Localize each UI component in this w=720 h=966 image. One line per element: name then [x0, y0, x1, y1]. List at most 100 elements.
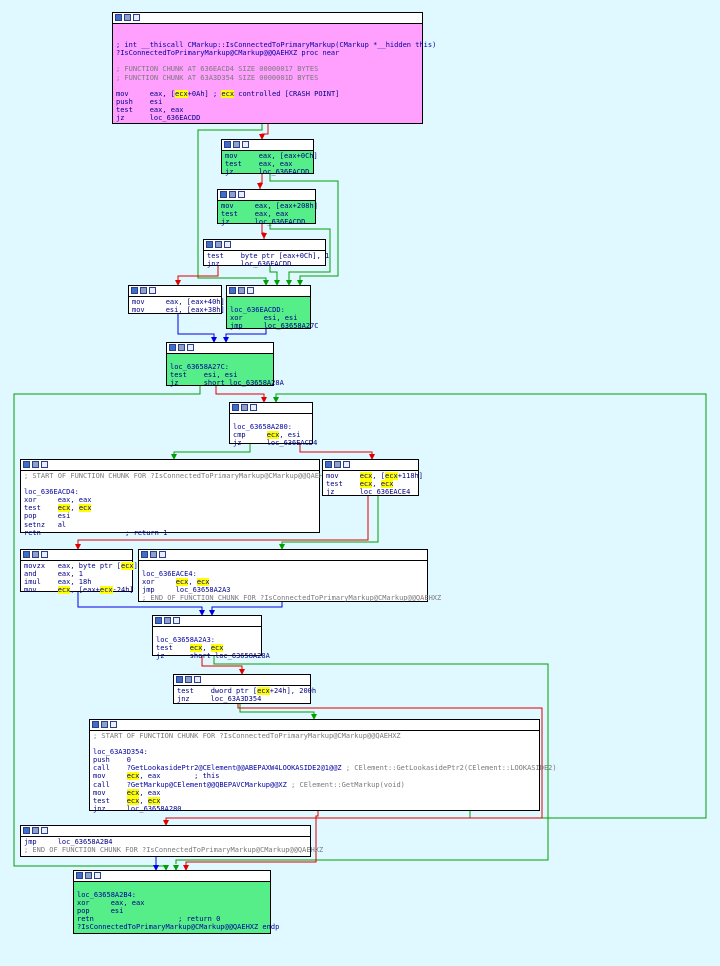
edit-icon[interactable]	[187, 344, 194, 351]
block-icon[interactable]	[23, 551, 30, 558]
graph-icon[interactable]	[164, 617, 171, 624]
graph-icon[interactable]	[241, 404, 248, 411]
graph-icon[interactable]	[178, 344, 185, 351]
edit-icon[interactable]	[133, 14, 140, 21]
edit-icon[interactable]	[250, 404, 257, 411]
graph-icon[interactable]	[85, 872, 92, 879]
edge-n0-n5	[197, 124, 267, 282]
graph-icon[interactable]	[185, 676, 192, 683]
code-line: test ecx, ecx	[156, 644, 258, 653]
block-icon[interactable]	[176, 676, 183, 683]
code-line: xor eax, eax	[77, 899, 267, 907]
graph-node-load-esi[interactable]: mov eax, [eax+40h]mov esi, [eax+38h]	[128, 285, 225, 314]
edit-icon[interactable]	[41, 827, 48, 834]
code-token: test	[156, 644, 190, 653]
code-line: xor esi, esi	[230, 314, 307, 322]
graph-node-jmp-chunk[interactable]: jmp loc_63658A2B4; END OF FUNCTION CHUNK…	[20, 825, 323, 857]
edit-icon[interactable]	[94, 872, 101, 879]
edit-icon[interactable]	[224, 241, 231, 248]
register-highlight: ecx	[189, 644, 203, 653]
edit-icon[interactable]	[238, 191, 245, 198]
graph-icon[interactable]	[32, 461, 39, 468]
code-token: loc_636EACDD:	[230, 306, 285, 315]
edit-icon[interactable]	[173, 617, 180, 624]
edit-icon[interactable]	[41, 461, 48, 468]
edit-icon[interactable]	[247, 287, 254, 294]
code-token: xor esi, esi	[230, 314, 298, 323]
block-icon[interactable]	[224, 141, 231, 148]
block-icon[interactable]	[232, 404, 239, 411]
block-icon[interactable]	[76, 872, 83, 879]
block-icon[interactable]	[92, 721, 99, 728]
code-token: -24h]	[112, 586, 134, 595]
edit-icon[interactable]	[242, 141, 249, 148]
register-highlight: ecx	[126, 788, 140, 797]
register-highlight: ecx	[210, 644, 224, 653]
edit-icon[interactable]	[194, 676, 201, 683]
code-line: test esi, esi	[170, 371, 270, 379]
edit-icon[interactable]	[343, 461, 350, 468]
graph-icon[interactable]	[238, 287, 245, 294]
code-line: ; START OF FUNCTION CHUNK FOR ?IsConnect…	[93, 732, 536, 740]
edge-n5-n6	[225, 329, 267, 338]
block-icon[interactable]	[131, 287, 138, 294]
block-icon[interactable]	[23, 827, 30, 834]
edge-n12-n16	[175, 656, 549, 864]
block-icon[interactable]	[141, 551, 148, 558]
code-line: xor ecx, ecx	[142, 578, 424, 587]
block-icon[interactable]	[220, 191, 227, 198]
code-token: mov eax, [eax+0Ch]	[225, 152, 318, 160]
register-highlight: ecx	[221, 89, 235, 98]
graph-icon[interactable]	[140, 287, 147, 294]
block-icon[interactable]	[325, 461, 332, 468]
code-token: pop esi	[77, 907, 124, 916]
graph-node-entry[interactable]: ; int __thiscall CMarkup::IsConnectedToP…	[112, 12, 436, 124]
code-line: mov eax, [eax+40h]	[132, 298, 225, 306]
graph-icon[interactable]	[150, 551, 157, 558]
code-token: loc_63658A280:	[233, 423, 293, 432]
node-header	[139, 550, 427, 561]
register-highlight: ecx	[257, 687, 270, 695]
graph-icon[interactable]	[215, 241, 222, 248]
graph-icon[interactable]	[32, 827, 39, 834]
block-icon[interactable]	[23, 461, 30, 468]
graph-icon[interactable]	[229, 191, 236, 198]
register-highlight: ecx	[120, 562, 134, 570]
code-line: loc_636EACE4:	[142, 570, 424, 578]
edit-icon[interactable]	[149, 287, 156, 294]
code-token: ; int __thiscall CMarkup::IsConnectedToP…	[116, 41, 437, 50]
graph-icon[interactable]	[32, 551, 39, 558]
code-token: ; END OF FUNCTION CHUNK FOR ?IsConnected…	[24, 846, 324, 855]
block-icon[interactable]	[155, 617, 162, 624]
block-icon[interactable]	[169, 344, 176, 351]
code-token: controlled [CRASH POINT]	[234, 89, 340, 98]
graph-node-loc-63A3D354[interactable]: ; START OF FUNCTION CHUNK FOR ?IsConnect…	[89, 719, 557, 813]
edit-icon[interactable]	[159, 551, 166, 558]
graph-icon[interactable]	[101, 721, 108, 728]
block-icon[interactable]	[115, 14, 122, 21]
graph-icon[interactable]	[233, 141, 240, 148]
graph-icon[interactable]	[334, 461, 341, 468]
graph-icon[interactable]	[124, 14, 131, 21]
code-token: jmp loc_63658A2A3	[142, 586, 231, 595]
edit-icon[interactable]	[110, 721, 117, 728]
block-icon[interactable]	[206, 241, 213, 248]
edit-icon[interactable]	[41, 551, 48, 558]
block-icon[interactable]	[229, 287, 236, 294]
graph-node-loc-636EACD4[interactable]: ; START OF FUNCTION CHUNK FOR ?IsConnect…	[20, 459, 332, 537]
